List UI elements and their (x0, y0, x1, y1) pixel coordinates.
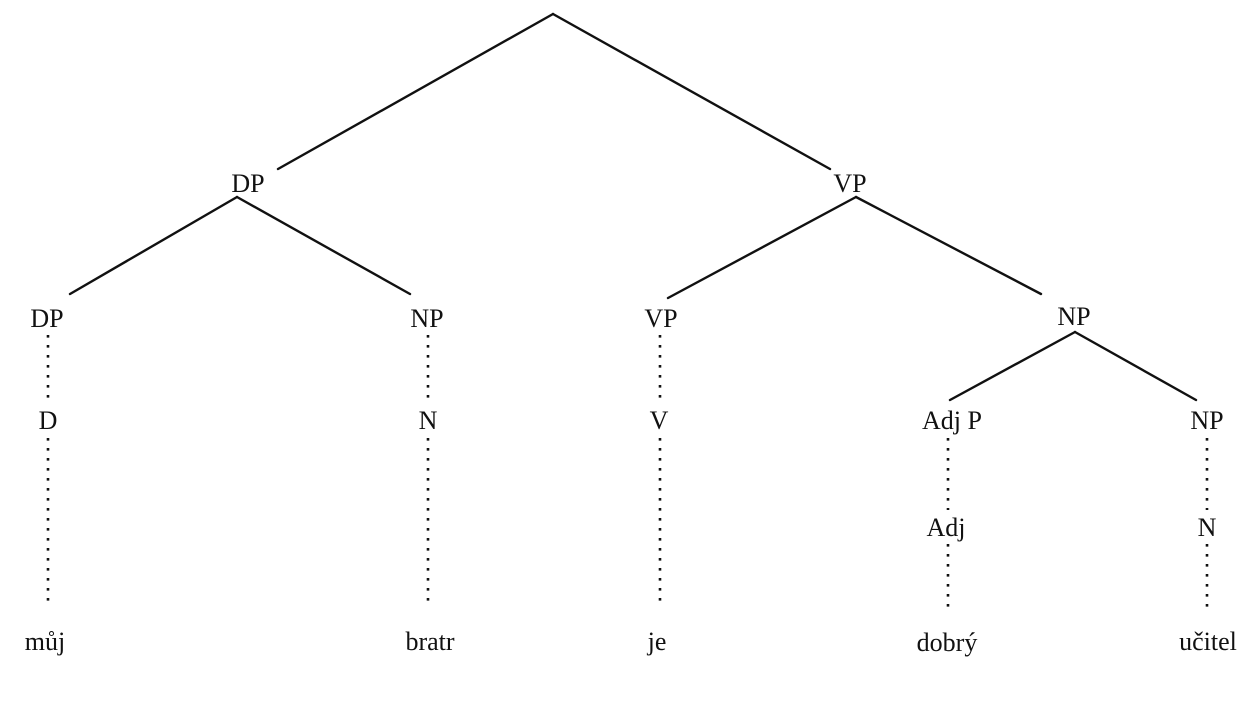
edge-vp-to-np (854, 195, 1043, 296)
node-vp-top: VP (833, 169, 866, 198)
word-ucitel: učitel (1179, 627, 1237, 656)
node-adjp: Adj P (922, 406, 982, 435)
node-v: V (650, 406, 669, 435)
edge-vp-to-vp (666, 195, 858, 300)
word-muj: můj (25, 627, 65, 656)
node-d: D (39, 406, 58, 435)
node-np-inner: NP (1190, 406, 1223, 435)
word-bratr: bratr (405, 627, 454, 656)
node-n-right: N (1198, 513, 1217, 542)
node-np-left: NP (410, 304, 443, 333)
edge-dp-to-dp (68, 195, 239, 296)
edge-dp-to-np (235, 195, 412, 296)
edge-np-to-adjp (948, 330, 1077, 402)
node-dp-top: DP (231, 169, 264, 198)
edge-root-to-dp (276, 12, 555, 171)
word-je: je (647, 627, 667, 656)
edge-root-to-vp (551, 12, 832, 171)
word-dobry: dobrý (917, 628, 978, 657)
node-vp-mid: VP (644, 304, 677, 333)
node-np-right: NP (1057, 302, 1090, 331)
node-adj: Adj (927, 513, 966, 542)
node-n-left: N (419, 406, 438, 435)
node-dp-left: DP (30, 304, 63, 333)
edge-np-to-np (1073, 330, 1198, 402)
